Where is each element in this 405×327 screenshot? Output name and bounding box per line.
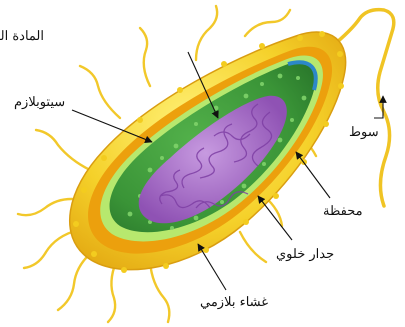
label-flagellum: سوط: [349, 125, 379, 140]
pointer-capsule: [296, 152, 330, 198]
pointer-cell-wall: [258, 196, 292, 240]
label-cell-wall: جدار خلوي: [276, 247, 334, 262]
label-capsule: محفظة: [323, 204, 363, 219]
label-cytoplasm: سيتوبلازم: [14, 95, 65, 110]
pointer-plasma-membrane: [198, 244, 226, 290]
flagellum: [330, 10, 394, 206]
label-plasma-membrane: غشاء بلازمي: [200, 295, 268, 310]
label-dna: المادة النووية DNA: [0, 29, 44, 44]
